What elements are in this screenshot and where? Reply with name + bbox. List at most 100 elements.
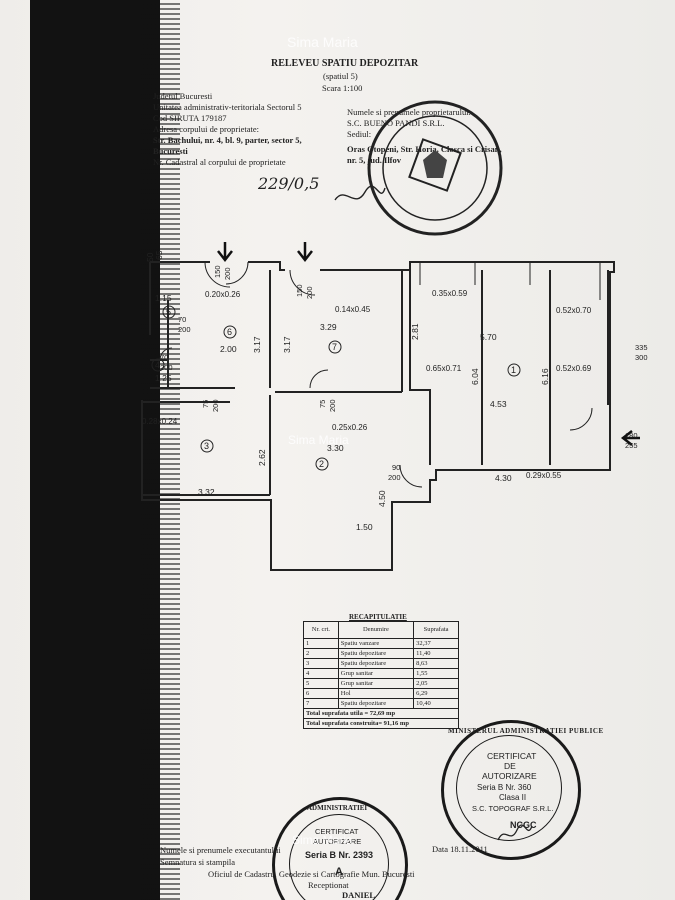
svg-text:6.16: 6.16	[540, 368, 550, 385]
signature-bottom	[497, 824, 533, 841]
notary-stamp-top	[367, 100, 503, 236]
owner-label: Numele si prenumele proprietarului:	[347, 107, 471, 117]
svg-text:4.30: 4.30	[495, 473, 512, 483]
admin-unit-line: Unitatea administrativ-teritoriala Secto…	[153, 102, 302, 112]
document-date: Data 18.11.2011	[432, 844, 488, 854]
svg-text:1.15: 1.15	[155, 293, 172, 303]
executant-label: Numele si prenumele executantului	[160, 845, 281, 855]
document-subtitle: (spatiul 5)	[323, 71, 358, 81]
receiver-name: DANIEL	[342, 890, 376, 900]
watermark-middle: Sima Maria	[288, 433, 349, 447]
svg-text:70: 70	[178, 315, 186, 324]
svg-text:2.62: 2.62	[257, 449, 267, 466]
floor-plan: 65 50 1.15 0.20x0.26 0.14x0.45 0.35x0.59…	[141, 242, 648, 571]
address-value: Str. Bachului, nr. 4, bl. 9, parter, sec…	[153, 135, 302, 145]
recap-header-name: Denumire	[337, 621, 415, 639]
svg-text:5.70: 5.70	[480, 332, 497, 342]
scan-smear-edge	[140, 0, 180, 900]
total-built-area: Total suprafata construita= 91,16 mp	[303, 718, 459, 729]
seat-address: Oras Otopeni, Str. Horia, Closca si Cris…	[347, 144, 502, 154]
county-line: Judetul Bucuresti	[153, 91, 213, 101]
owner-name: S.C. BUENO PANDI S.R.L.	[347, 118, 445, 128]
svg-text:200: 200	[178, 325, 191, 334]
svg-text:4: 4	[155, 360, 160, 370]
svg-text:7: 7	[332, 342, 337, 352]
svg-text:2.00: 2.00	[220, 344, 237, 354]
svg-text:75: 75	[201, 400, 210, 408]
svg-text:3.32: 3.32	[198, 487, 215, 497]
svg-text:6: 6	[227, 327, 232, 337]
signature-label: Semnatura si stampila	[160, 857, 236, 867]
svg-text:0.65x0.71: 0.65x0.71	[426, 364, 462, 373]
svg-text:200: 200	[160, 363, 173, 372]
svg-text:0.52x0.70: 0.52x0.70	[556, 306, 592, 315]
document-title: RELEVEU SPATIU DEPOZITAR	[271, 58, 419, 69]
svg-text:3.29: 3.29	[320, 322, 337, 332]
svg-text:0.28x0.24: 0.28x0.24	[142, 417, 178, 426]
svg-text:335: 335	[635, 343, 648, 352]
siruta-line: Cod SIRUTA 179187	[153, 113, 227, 123]
recap-header-nr: Nr. crt.	[303, 621, 339, 639]
svg-text:0.20x0.26: 0.20x0.26	[205, 290, 241, 299]
svg-text:200: 200	[328, 399, 337, 412]
svg-text:200: 200	[211, 399, 220, 412]
entrance-arrow-middle	[297, 242, 313, 263]
signature-scribble	[334, 185, 386, 201]
scan-dark-smear	[30, 0, 160, 900]
total-useful-area: Total suprafata utila = 72,69 mp	[303, 708, 459, 719]
svg-text:1: 1	[511, 365, 516, 375]
address-label: Adresa corpului de proprietate:	[153, 124, 259, 134]
document-scale: Scara 1:100	[322, 83, 363, 93]
svg-text:180: 180	[625, 431, 638, 440]
seat-county: nr. 5, jud. Ilfov	[347, 155, 402, 165]
handwritten-number: 229/0,5	[258, 174, 320, 193]
svg-text:0.14x0.45: 0.14x0.45	[335, 305, 371, 314]
svg-text:0.35x0.59: 0.35x0.59	[432, 289, 468, 298]
svg-text:200: 200	[305, 286, 314, 299]
dim-50: 50	[145, 252, 155, 262]
svg-text:0.29x0.55: 0.29x0.55	[526, 471, 562, 480]
svg-text:6.04: 6.04	[470, 368, 480, 385]
watermark-bottom: Sima Maria	[292, 833, 353, 847]
stamp-ring-text: MINISTERUL ADMINISTRATIEI PUBLICE	[448, 727, 604, 735]
svg-text:200: 200	[223, 267, 232, 280]
svg-text:4.53: 4.53	[490, 399, 507, 409]
svg-text:150: 150	[213, 265, 222, 278]
svg-text:1.50: 1.50	[356, 522, 373, 532]
svg-text:75: 75	[318, 400, 327, 408]
entrance-arrow-left	[217, 242, 233, 263]
svg-text:0.52x0.69: 0.52x0.69	[556, 364, 592, 373]
svg-text:4.50: 4.50	[377, 490, 387, 507]
svg-text:3.30: 3.30	[327, 443, 344, 453]
dim-65: 65	[154, 250, 164, 260]
svg-text:1.25: 1.25	[155, 373, 172, 383]
recap-header-area: Suprafata	[413, 621, 459, 639]
svg-text:0.25x0.26: 0.25x0.26	[332, 423, 368, 432]
watermark-top: Sima Maria	[287, 34, 358, 50]
cadastral-label: Nr. Cadastral al corpului de proprietate	[153, 157, 286, 167]
svg-text:90: 90	[392, 463, 400, 472]
svg-text:2.81: 2.81	[410, 323, 420, 340]
svg-text:3.17: 3.17	[282, 336, 292, 353]
svg-text:5: 5	[166, 307, 171, 317]
svg-text:70: 70	[160, 353, 168, 362]
recap-title: RECAPITULATIE	[349, 613, 407, 621]
svg-text:3.17: 3.17	[252, 336, 262, 353]
svg-text:150: 150	[295, 284, 304, 297]
received-label: Receptionat	[308, 880, 349, 890]
svg-text:3: 3	[204, 441, 209, 451]
cadastral-office-label: Oficiul de Cadastru, Geodezie si Cartogr…	[208, 869, 415, 879]
seat-label: Sediul:	[347, 129, 372, 139]
svg-text:255: 255	[625, 441, 638, 450]
svg-text:300: 300	[635, 353, 648, 362]
entrance-arrow-right	[620, 430, 640, 446]
